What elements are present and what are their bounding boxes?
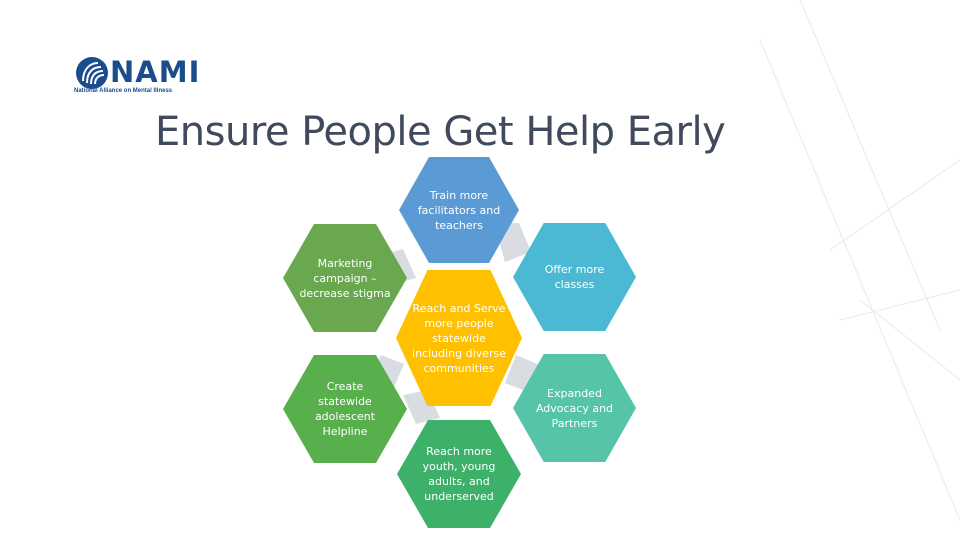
nami-swirl-icon — [76, 57, 108, 89]
deco-line — [839, 289, 960, 321]
logo-tagline: National Alliance on Mental Illness — [74, 88, 173, 94]
hex-lower-left-label: Create statewide adolescent Helpline — [314, 380, 376, 438]
nami-logo: NAMI National Alliance on Mental Illness — [74, 55, 199, 100]
hex-upper-right-label: Offer more classes — [544, 263, 605, 291]
hex-lower-right-expanded-advocacy: Expanded Advocacy and Partners — [513, 354, 636, 462]
deco-line — [759, 39, 960, 521]
hex-center-label: Reach and Serve more people statewide in… — [412, 301, 506, 375]
deco-line — [799, 0, 941, 331]
hex-upper-right-offer-classes: Offer more classes — [513, 223, 636, 331]
hex-top-label: Train more facilitators and teachers — [417, 188, 501, 232]
hex-bottom-label: Reach more youth, young adults, and unde… — [422, 445, 496, 503]
logo-wordmark: NAMI — [110, 55, 201, 89]
hex-lower-right-label: Expanded Advocacy and Partners — [535, 386, 614, 430]
deco-line — [859, 299, 960, 381]
page-title: Ensure People Get Help Early — [155, 109, 726, 155]
hex-upper-left-label: Marketing campaign – decrease stigma — [299, 256, 391, 300]
hex-top-train-facilitators: Train more facilitators and teachers — [399, 157, 519, 263]
deco-line — [829, 159, 960, 251]
